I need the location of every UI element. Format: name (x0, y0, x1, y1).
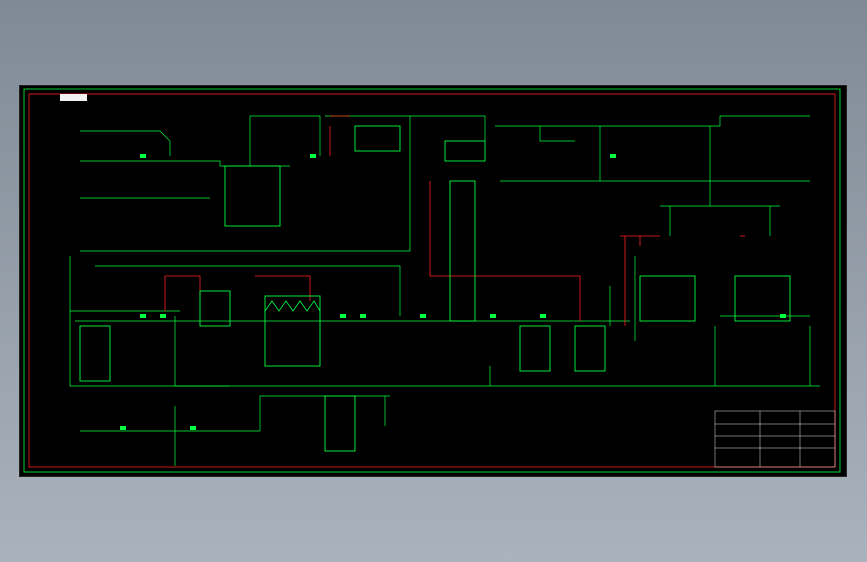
column-tower (449, 180, 476, 322)
vessel-right-2 (734, 275, 791, 322)
reactor-center (264, 295, 321, 367)
tank-left-mid (199, 290, 231, 327)
process-flow-diagram (23, 88, 841, 473)
inner-frame (28, 93, 836, 468)
equipment (79, 125, 791, 452)
drawing-sheet (20, 86, 846, 476)
pump-top (444, 140, 486, 162)
tank-center-right (519, 325, 551, 372)
valve-markers (120, 154, 786, 430)
title-block (714, 410, 836, 468)
tank-lower-left (79, 325, 111, 382)
pipelines (69, 115, 820, 466)
drawing-stamp (60, 94, 87, 101)
tank-bottom (324, 395, 356, 452)
outer-frame (23, 88, 841, 473)
heat-exchanger-coil (264, 300, 321, 312)
tank-right (574, 325, 606, 372)
hot-pipelines (164, 115, 745, 326)
vessel-right-1 (639, 275, 696, 322)
tank-top-center (224, 165, 281, 227)
exchanger-top (354, 125, 401, 152)
